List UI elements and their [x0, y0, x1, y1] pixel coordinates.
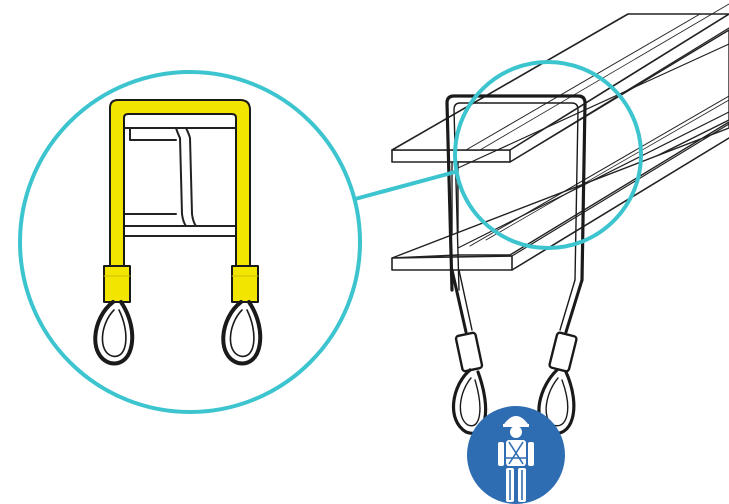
i-beam-section-icon — [123, 127, 249, 241]
thimble-eye-icon — [93, 300, 263, 366]
zoom-connector-line — [343, 170, 456, 204]
detail-focus-circle — [453, 60, 643, 250]
i-beam-icon — [391, 3, 729, 271]
yellow-sling-loop — [103, 99, 259, 303]
fall-protection-worker-icon — [467, 406, 565, 504]
zoom-detail-circle — [18, 70, 362, 414]
wire-rope-sling-icon — [445, 94, 587, 435]
